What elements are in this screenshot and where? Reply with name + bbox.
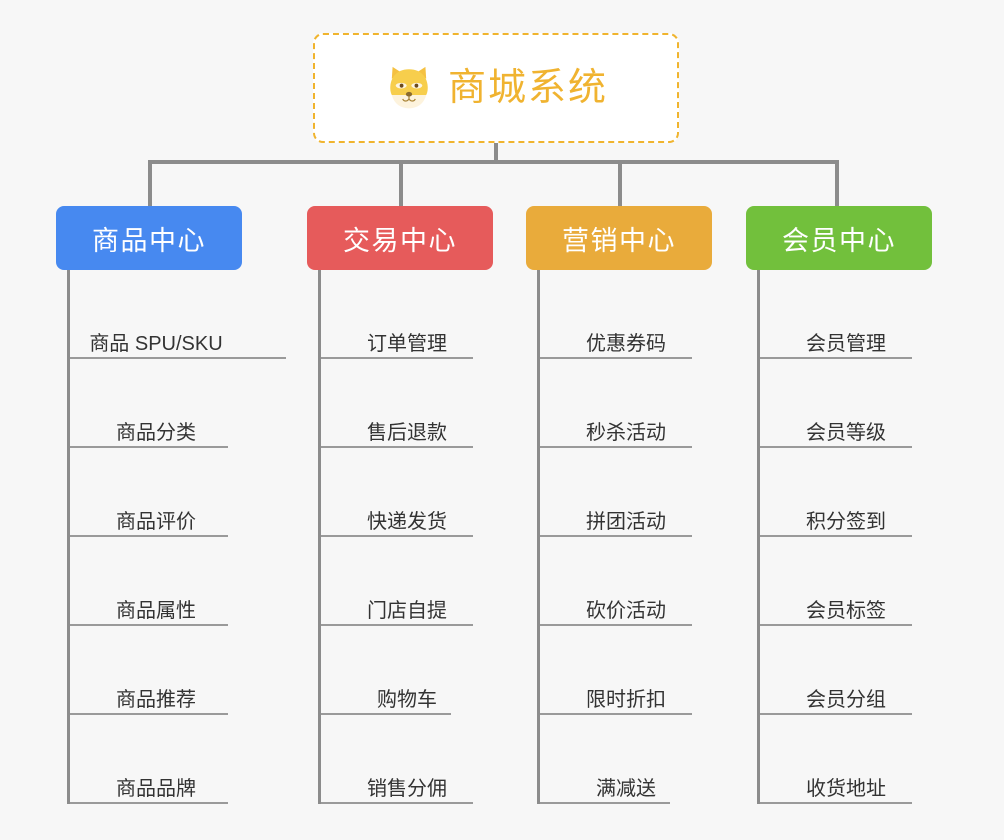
leaf-item[interactable]: 商品 SPU/SKU: [70, 270, 286, 359]
column-member-center: 会员中心 会员管理 会员等级 积分签到 会员标签 会员分组: [746, 206, 932, 804]
leaf-underline: [540, 535, 692, 537]
leaf-label: 砍价活动: [586, 600, 666, 622]
leaf-label: 优惠券码: [586, 333, 666, 355]
leaf-underline: [70, 446, 228, 448]
leaf-underline: [321, 713, 451, 715]
leaf-item[interactable]: 会员等级: [760, 359, 932, 448]
leaf-label: 商品品牌: [116, 778, 196, 800]
leaf-label: 销售分佣: [367, 778, 447, 800]
leaf-item[interactable]: 销售分佣: [321, 715, 493, 804]
leaf-underline: [760, 624, 912, 626]
leaf-label: 商品评价: [116, 511, 196, 533]
leaf-label: 会员分组: [806, 689, 886, 711]
leaf-underline: [540, 624, 692, 626]
leaf-item[interactable]: 拼团活动: [540, 448, 712, 537]
leaf-item[interactable]: 砍价活动: [540, 537, 712, 626]
leaf-label: 会员等级: [806, 422, 886, 444]
leaf-label: 商品推荐: [116, 689, 196, 711]
leaf-underline: [760, 535, 912, 537]
leaf-label: 购物车: [377, 689, 437, 711]
root-node-mall-system[interactable]: 商城系统: [313, 33, 679, 143]
leaf-item[interactable]: 购物车: [321, 626, 493, 715]
leaf-item[interactable]: 订单管理: [321, 270, 493, 359]
leaf-underline: [540, 713, 692, 715]
connector-drop-member-center: [835, 160, 839, 206]
leaf-item[interactable]: 售后退款: [321, 359, 493, 448]
leaf-item[interactable]: 门店自提: [321, 537, 493, 626]
branch-marketing-center: 优惠券码 秒杀活动 拼团活动 砍价活动 限时折扣 满减送: [537, 270, 712, 804]
leaf-label: 积分签到: [806, 511, 886, 533]
category-header-product-center[interactable]: 商品中心: [56, 206, 242, 270]
leaf-underline: [760, 357, 912, 359]
connector-root-stem: [494, 143, 498, 163]
leaf-underline: [321, 624, 473, 626]
leaf-underline: [540, 357, 692, 359]
leaf-label: 商品分类: [116, 422, 196, 444]
connector-horizontal-bus: [148, 160, 839, 164]
leaf-item[interactable]: 会员标签: [760, 537, 932, 626]
leaf-item[interactable]: 会员管理: [760, 270, 932, 359]
leaf-item[interactable]: 商品属性: [70, 537, 242, 626]
leaf-underline: [321, 357, 473, 359]
leaf-label: 订单管理: [367, 333, 447, 355]
column-marketing-center: 营销中心 优惠券码 秒杀活动 拼团活动 砍价活动 限时折扣: [526, 206, 712, 804]
leaf-item[interactable]: 会员分组: [760, 626, 932, 715]
category-header-member-center[interactable]: 会员中心: [746, 206, 932, 270]
category-title: 营销中心: [562, 225, 676, 256]
leaf-item[interactable]: 快递发货: [321, 448, 493, 537]
connector-drop-product-center: [148, 160, 152, 206]
connector-drop-trade-center: [399, 160, 403, 206]
leaf-underline: [70, 713, 228, 715]
leaf-label: 限时折扣: [586, 689, 666, 711]
leaf-item[interactable]: 商品分类: [70, 359, 242, 448]
category-title: 商品中心: [92, 225, 206, 256]
leaf-underline: [540, 802, 670, 804]
leaf-underline: [321, 802, 473, 804]
leaf-item[interactable]: 积分签到: [760, 448, 932, 537]
leaf-item[interactable]: 限时折扣: [540, 626, 712, 715]
leaf-label: 拼团活动: [586, 511, 666, 533]
leaf-underline: [70, 802, 228, 804]
column-product-center: 商品中心 商品 SPU/SKU 商品分类 商品评价 商品属性 商品推荐: [56, 206, 286, 804]
leaf-label: 门店自提: [367, 600, 447, 622]
root-node-title: 商城系统: [447, 67, 608, 109]
leaf-item[interactable]: 商品品牌: [70, 715, 242, 804]
leaf-item[interactable]: 商品评价: [70, 448, 242, 537]
leaf-item[interactable]: 满减送: [540, 715, 712, 804]
branch-member-center: 会员管理 会员等级 积分签到 会员标签 会员分组 收货地址: [757, 270, 932, 804]
leaf-item[interactable]: 收货地址: [760, 715, 932, 804]
leaf-label: 秒杀活动: [586, 422, 666, 444]
leaf-label: 商品 SPU/SKU: [89, 333, 223, 355]
branch-trade-center: 订单管理 售后退款 快递发货 门店自提 购物车 销售分佣: [318, 270, 493, 804]
leaf-underline: [760, 713, 912, 715]
leaf-underline: [70, 624, 228, 626]
category-title: 交易中心: [343, 225, 457, 256]
leaf-item[interactable]: 优惠券码: [540, 270, 712, 359]
leaf-underline: [540, 446, 692, 448]
leaf-label: 收货地址: [806, 778, 886, 800]
column-trade-center: 交易中心 订单管理 售后退款 快递发货 门店自提 购物车: [307, 206, 493, 804]
leaf-label: 会员标签: [806, 600, 886, 622]
leaf-label: 售后退款: [367, 422, 447, 444]
leaf-item[interactable]: 商品推荐: [70, 626, 242, 715]
leaf-underline: [760, 446, 912, 448]
leaf-item[interactable]: 秒杀活动: [540, 359, 712, 448]
leaf-label: 会员管理: [806, 333, 886, 355]
leaf-label: 满减送: [596, 778, 656, 800]
category-header-marketing-center[interactable]: 营销中心: [526, 206, 712, 270]
category-header-trade-center[interactable]: 交易中心: [307, 206, 493, 270]
category-title: 会员中心: [782, 225, 896, 256]
leaf-label: 快递发货: [367, 511, 447, 533]
leaf-underline: [321, 535, 473, 537]
connector-drop-marketing-center: [618, 160, 622, 206]
shiba-dog-icon: [390, 66, 428, 109]
leaf-underline: [70, 357, 286, 359]
leaf-underline: [760, 802, 912, 804]
branch-product-center: 商品 SPU/SKU 商品分类 商品评价 商品属性 商品推荐 商品品牌: [67, 270, 286, 804]
leaf-label: 商品属性: [116, 600, 196, 622]
leaf-underline: [70, 535, 228, 537]
leaf-underline: [321, 446, 473, 448]
